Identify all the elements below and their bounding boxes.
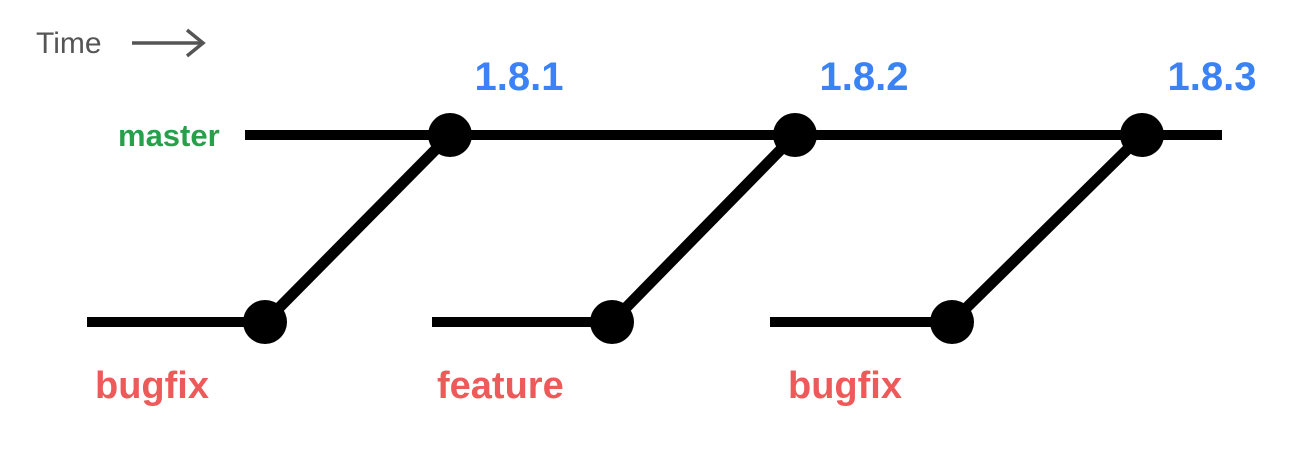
master-branch-label: master [118, 118, 220, 153]
topic-branch-label-3: bugfix [788, 365, 902, 407]
arrow-right-icon [132, 28, 206, 58]
commit-node-branch-3[interactable] [930, 300, 974, 344]
commit-node-master-1[interactable] [428, 113, 472, 157]
time-axis-label: Time [36, 27, 102, 60]
merge-line-2 [608, 131, 799, 326]
tag-label-2: 1.8.2 [820, 55, 909, 99]
tag-label-1: 1.8.1 [475, 55, 564, 99]
tag-label-3: 1.8.3 [1168, 55, 1257, 99]
commit-node-branch-1[interactable] [243, 300, 287, 344]
merge-line-1 [261, 131, 454, 326]
topic-branch-label-2: feature [437, 365, 564, 407]
commit-node-master-2[interactable] [773, 113, 817, 157]
commit-node-branch-2[interactable] [590, 300, 634, 344]
topic-branch-label-1: bugfix [95, 365, 209, 407]
commit-node-master-3[interactable] [1120, 113, 1164, 157]
merge-line-3 [948, 131, 1146, 326]
